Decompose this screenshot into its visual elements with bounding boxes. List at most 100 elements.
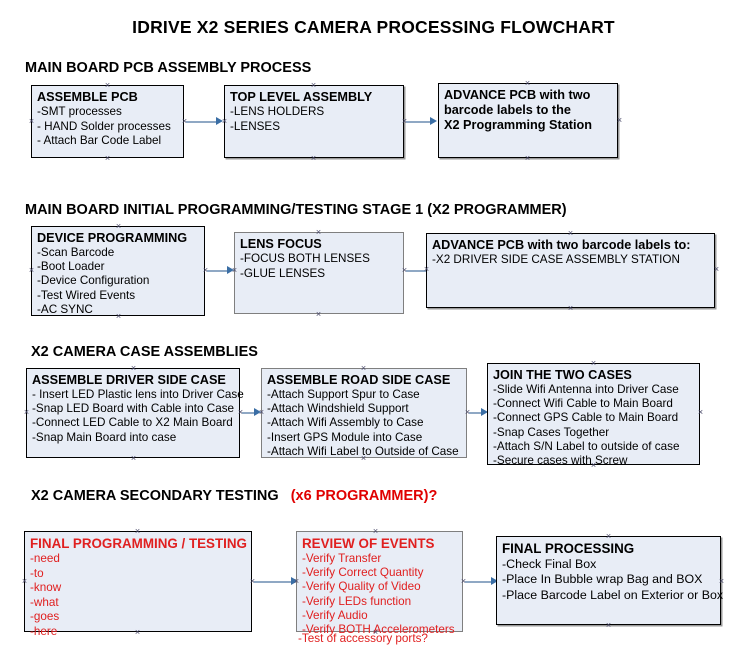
- box-line: -Attach Windshield Support: [267, 402, 409, 416]
- box-line: -know: [30, 581, 62, 595]
- box-body: -X2 DRIVER SIDE CASE ASSEMBLY STATION: [432, 253, 709, 268]
- box-advance-pcb-to-driver-side-case[interactable]: ADVANCE PCB with two barcode labels to: …: [426, 233, 715, 308]
- section-heading-suffix: (x6 PROGRAMMER)?: [290, 488, 438, 504]
- box-title: JOIN THE TWO CASES: [493, 368, 632, 382]
- box-title: TOP LEVEL ASSEMBLY: [230, 90, 373, 104]
- box-advance-pcb-to-programming-station[interactable]: ADVANCE PCB with two barcode labels to t…: [438, 83, 618, 158]
- box-body: -Attach Support Spur to Case -Attach Win…: [267, 388, 461, 459]
- box-body: - Insert LED Plastic lens into Driver Ca…: [32, 388, 244, 445]
- selection-handle-left[interactable]: [28, 118, 35, 125]
- box-line: -Device Configuration: [37, 274, 150, 288]
- selection-handle-top[interactable]: [315, 229, 322, 236]
- selection-handle-bottom[interactable]: [590, 462, 597, 469]
- box-line: -Connect GPS Cable to Main Board: [493, 411, 679, 425]
- selection-handle-bottom[interactable]: [315, 311, 322, 318]
- connector-arrow-head: [491, 577, 498, 585]
- box-line: -Attach Wifi Assembly to Case: [267, 416, 424, 430]
- box-line: -Verify Correct Quantity: [302, 566, 424, 580]
- selection-handle-left[interactable]: [221, 118, 228, 125]
- box-line: -GLUE LENSES: [240, 266, 326, 280]
- selection-handle-bottom[interactable]: [372, 629, 379, 636]
- selection-handle-bottom[interactable]: [524, 155, 531, 162]
- box-title: LENS FOCUS: [240, 237, 322, 251]
- selection-handle-bottom[interactable]: [104, 155, 111, 162]
- connector-arrow-head: [430, 117, 437, 125]
- selection-handle-bottom[interactable]: [360, 455, 367, 462]
- section-heading-main-board-initial-programming: MAIN BOARD INITIAL PROGRAMMING/TESTING S…: [25, 202, 567, 218]
- box-join-the-two-cases[interactable]: JOIN THE TWO CASES -Slide Wifi Antenna i…: [487, 363, 700, 467]
- box-line: - HAND Solder processes: [37, 119, 171, 133]
- connector-arrow-line: [254, 581, 293, 583]
- box-line: -what: [30, 595, 59, 609]
- section-heading-text: X2 CAMERA CASE ASSEMBLIES: [31, 344, 258, 360]
- selection-handle-bottom[interactable]: [134, 629, 141, 636]
- box-body: -SMT processes - HAND Solder processes -…: [37, 105, 178, 149]
- connector-arrow-line: [207, 270, 229, 272]
- connector-arrow-line: [186, 121, 219, 123]
- box-title: ASSEMBLE PCB: [37, 90, 138, 104]
- selection-handle-bottom[interactable]: [567, 305, 574, 312]
- box-line: -LENSES: [230, 119, 281, 133]
- selection-handle-top[interactable]: [104, 82, 111, 89]
- box-line: -SMT processes: [37, 105, 122, 118]
- box-title: ASSEMBLE ROAD SIDE CASE: [267, 373, 451, 387]
- box-assemble-driver-side-case[interactable]: ASSEMBLE DRIVER SIDE CASE - Insert LED P…: [26, 368, 244, 458]
- selection-handle-top[interactable]: [130, 365, 137, 372]
- selection-handle-left[interactable]: [28, 267, 35, 274]
- box-assemble-road-side-case[interactable]: ASSEMBLE ROAD SIDE CASE -Attach Support …: [261, 368, 467, 458]
- box-line: -Attach Wifi Label to Outside of Case: [267, 444, 459, 458]
- selection-handle-top[interactable]: [605, 533, 612, 540]
- selection-handle-left[interactable]: [293, 578, 300, 585]
- box-title: FINAL PROCESSING: [502, 541, 635, 556]
- box-lens-focus[interactable]: LENS FOCUS -FOCUS BOTH LENSES -GLUE LENS…: [234, 232, 404, 314]
- selection-handle-top[interactable]: [360, 365, 367, 372]
- box-line: - Attach Bar Code Label: [37, 134, 162, 148]
- selection-handle-bottom[interactable]: [310, 155, 317, 162]
- box-body: -need -to -know -what -goes -here: [30, 552, 246, 640]
- box-review-of-events[interactable]: REVIEW OF EVENTS -Verify Transfer -Verif…: [296, 531, 463, 636]
- selection-handle-left[interactable]: [231, 267, 238, 274]
- selection-handle-bottom[interactable]: [115, 313, 122, 320]
- selection-handle-top[interactable]: [310, 82, 317, 89]
- box-top-level-assembly[interactable]: TOP LEVEL ASSEMBLY -LENS HOLDERS -LENSES: [224, 85, 404, 158]
- box-line: -to: [30, 566, 44, 580]
- box-line: -Snap Main Board into case: [32, 430, 177, 444]
- selection-handle-top[interactable]: [567, 230, 574, 237]
- box-device-programming[interactable]: DEVICE PROGRAMMING -Scan Barcode -Boot L…: [31, 226, 205, 316]
- box-line: -FOCUS BOTH LENSES: [240, 252, 370, 265]
- box-final-programming-testing[interactable]: FINAL PROGRAMMING / TESTING -need -to -k…: [24, 531, 252, 638]
- box-line: -LENS HOLDERS: [230, 105, 325, 118]
- box-assemble-pcb[interactable]: ASSEMBLE PCB -SMT processes - HAND Solde…: [31, 85, 184, 158]
- box-line: -Connect LED Cable to X2 Main Board: [32, 416, 233, 430]
- selection-handle-bottom[interactable]: [130, 455, 137, 462]
- selection-handle-left[interactable]: [23, 409, 30, 416]
- box-body: barcode labels to the X2 Programming Sta…: [444, 103, 612, 133]
- box-line: -X2 DRIVER SIDE CASE ASSEMBLY STATION: [432, 253, 680, 266]
- box-line: -Verify Quality of Video: [302, 580, 421, 594]
- selection-handle-right[interactable]: [616, 117, 623, 124]
- selection-handle-left[interactable]: [423, 266, 430, 273]
- section-heading-main-board-pcb-assembly-process: MAIN BOARD PCB ASSEMBLY PROCESS: [25, 60, 311, 76]
- selection-handle-top[interactable]: [115, 223, 122, 230]
- box-line: -Place In Bubble wrap Bag and BOX: [502, 572, 703, 587]
- box-line: -Check Final Box: [502, 557, 597, 571]
- selection-handle-top[interactable]: [134, 528, 141, 535]
- selection-handle-top[interactable]: [590, 360, 597, 367]
- connector-arrow-line: [406, 270, 428, 272]
- selection-handle-right[interactable]: [713, 266, 720, 273]
- box-final-processing[interactable]: FINAL PROCESSING -Check Final Box -Place…: [496, 536, 723, 625]
- section-heading-text: X2 CAMERA SECONDARY TESTING: [31, 488, 279, 504]
- box-body: -Check Final Box -Place In Bubble wrap B…: [502, 557, 723, 603]
- selection-handle-left[interactable]: [21, 578, 28, 585]
- connector-arrow-line: [406, 121, 432, 123]
- selection-handle-bottom[interactable]: [605, 622, 612, 629]
- selection-handle-top[interactable]: [372, 528, 379, 535]
- box-title: FINAL PROGRAMMING / TESTING: [30, 536, 247, 551]
- selection-handle-left[interactable]: [258, 409, 265, 416]
- selection-handle-right[interactable]: [718, 578, 725, 585]
- connector-arrow-head: [481, 408, 488, 416]
- selection-handle-right[interactable]: [697, 409, 704, 416]
- selection-handle-top[interactable]: [524, 80, 531, 87]
- connector-arrow-line: [465, 581, 493, 583]
